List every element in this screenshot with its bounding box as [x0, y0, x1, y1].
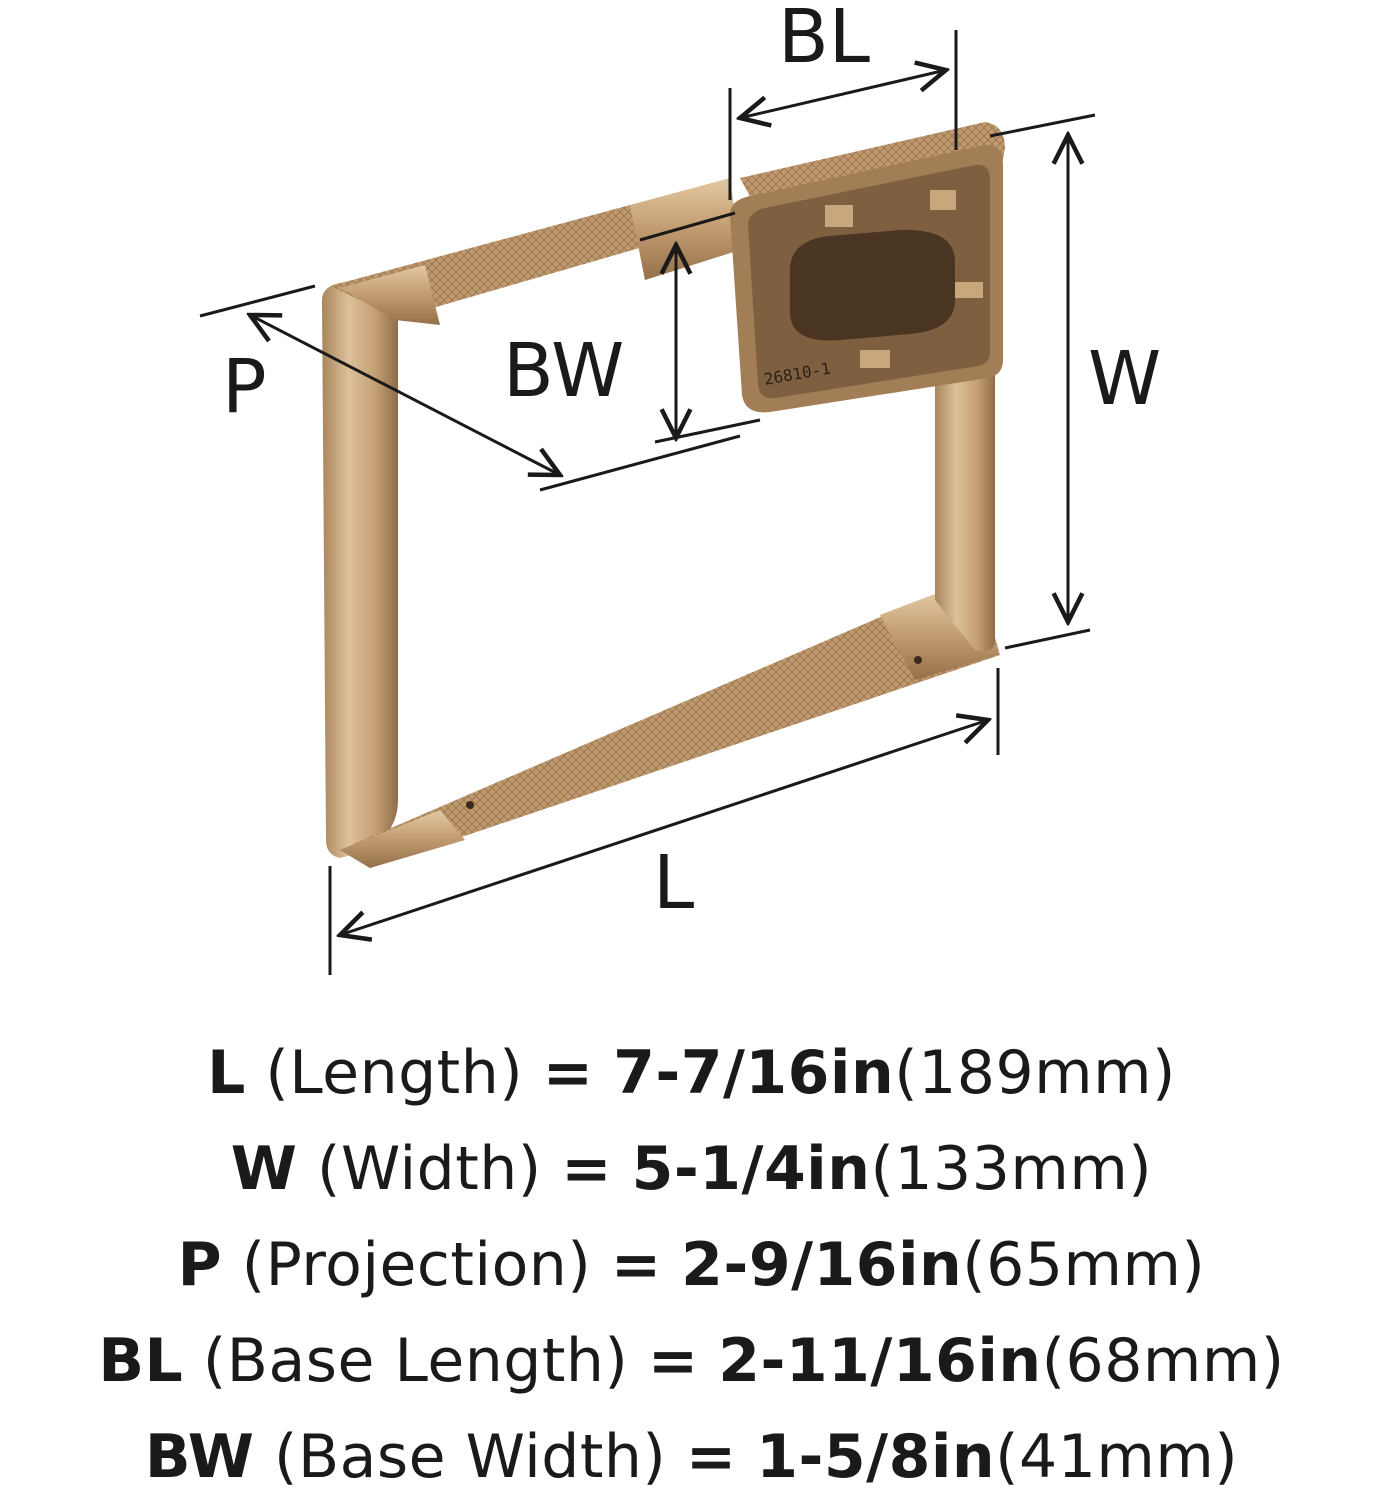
spec-metric: (68mm)	[1041, 1326, 1285, 1396]
spec-equals: =	[685, 1422, 737, 1492]
spec-row-base-width: BW (Base Width) = 1-5/8in(41mm)	[0, 1409, 1383, 1505]
spec-imperial: 2-9/16in	[681, 1230, 963, 1300]
dimension-lines	[199, 30, 1096, 975]
dimension-specs: L (Length) = 7-7/16in(189mm) W (Width) =…	[0, 1025, 1383, 1505]
spec-name: (Base Length)	[202, 1326, 629, 1396]
spec-name: (Width)	[317, 1134, 542, 1204]
p-dimension-arrow	[250, 315, 560, 475]
bl-dimension-arrow	[740, 70, 946, 118]
spec-metric: (133mm)	[870, 1134, 1153, 1204]
spec-name: (Projection)	[241, 1230, 592, 1300]
base-mount: 26810-1	[730, 144, 1003, 413]
spec-abbr: W	[230, 1134, 298, 1204]
spec-metric: (65mm)	[962, 1230, 1206, 1300]
spec-abbr: BL	[98, 1326, 184, 1396]
right-post	[935, 365, 995, 652]
spec-abbr: L	[207, 1038, 246, 1108]
spec-equals: =	[542, 1038, 594, 1108]
l-label: L	[653, 840, 694, 926]
spec-equals: =	[647, 1326, 699, 1396]
spec-abbr: BW	[144, 1422, 255, 1492]
spec-imperial: 1-5/8in	[756, 1422, 996, 1492]
left-post	[322, 282, 398, 858]
spec-row-width: W (Width) = 5-1/4in(133mm)	[0, 1121, 1383, 1217]
spec-name: (Base Width)	[274, 1422, 667, 1492]
spec-name: (Length)	[265, 1038, 524, 1108]
spec-row-projection: P (Projection) = 2-9/16in(65mm)	[0, 1217, 1383, 1313]
spec-equals: =	[561, 1134, 613, 1204]
spec-equals: =	[610, 1230, 662, 1300]
spec-imperial: 5-1/4in	[631, 1134, 871, 1204]
spec-metric: (189mm)	[894, 1038, 1176, 1108]
bl-label: BL	[778, 0, 870, 80]
spec-imperial: 2-11/16in	[718, 1326, 1042, 1396]
spec-abbr: P	[177, 1230, 223, 1300]
spec-row-base-length: BL (Base Length) = 2-11/16in(68mm)	[0, 1313, 1383, 1409]
towel-ring-diagram: 26810-1 BL BW P W L	[199, 0, 1161, 975]
base-cavity	[790, 229, 955, 341]
p-label: P	[222, 344, 267, 430]
spec-row-length: L (Length) = 7-7/16in(189mm)	[0, 1025, 1383, 1121]
w-label: W	[1088, 336, 1161, 422]
bw-label: BW	[503, 328, 624, 414]
spec-metric: (41mm)	[995, 1422, 1239, 1492]
spec-imperial: 7-7/16in	[613, 1038, 895, 1108]
l-dimension-arrow	[340, 720, 988, 935]
